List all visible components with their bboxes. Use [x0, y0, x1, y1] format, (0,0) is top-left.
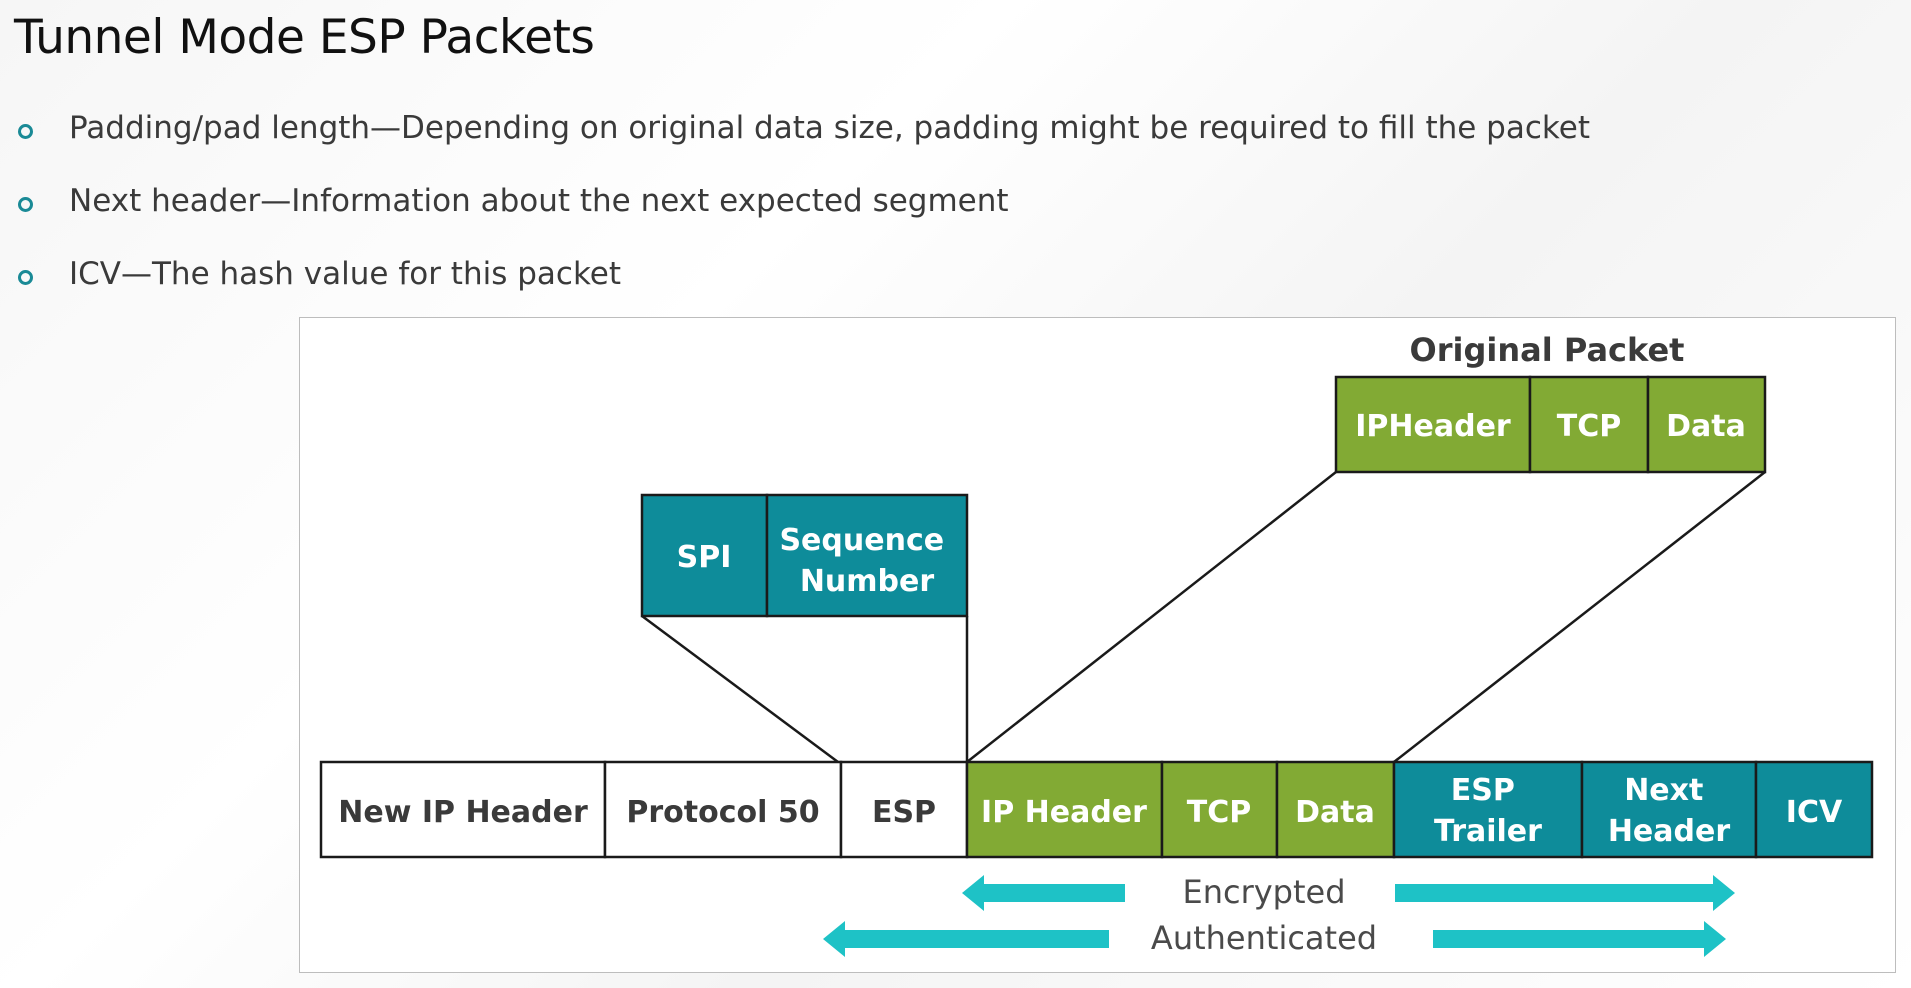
next-header-label: Next Header [1608, 773, 1731, 849]
tcp-label: TCP [1187, 795, 1251, 830]
esp-header-detail: SPI Sequence Number [640, 493, 969, 618]
bullet-circle-icon [18, 197, 33, 212]
sequence-number-line-2: Number [800, 564, 935, 599]
original-packet-label: Original Packet [1410, 331, 1685, 369]
tunnel-packet: New IP Header Protocol 50 ESP IP Header … [319, 760, 1874, 859]
icv-box [1754, 760, 1874, 859]
authenticated-left-arrow-icon [823, 921, 1109, 957]
encrypted-right-arrow-icon [1395, 875, 1735, 911]
bullet-circle-icon [18, 270, 33, 285]
connector-line-orig-left [966, 471, 1337, 763]
data-label: Data [1295, 795, 1375, 830]
esp-trailer-line-2: Trailer [1434, 814, 1542, 849]
sequence-number-box [765, 493, 969, 618]
bullet-text: Padding/pad length—Depending on original… [69, 110, 1590, 146]
spi-label: SPI [677, 540, 732, 575]
ip-header-label: IP Header [981, 795, 1147, 830]
protocol-50-label: Protocol 50 [626, 795, 819, 830]
connector-line-orig-right [1393, 471, 1766, 763]
tcp-box [1160, 760, 1279, 859]
esp-trailer-box [1392, 760, 1584, 859]
orig-data-label: Data [1666, 409, 1746, 444]
orig-ipheader-label: IPHeader [1355, 409, 1511, 444]
protocol-50-box [603, 760, 843, 859]
esp-trailer-line-1: ESP [1451, 773, 1515, 808]
slide-title: Tunnel Mode ESP Packets [14, 10, 595, 65]
connector-line-spi [641, 614, 839, 764]
encrypted-range: Encrypted [962, 873, 1735, 911]
new-ip-header-label: New IP Header [338, 795, 588, 830]
authenticated-right-arrow-icon [1433, 921, 1726, 957]
next-header-line-1: Next [1624, 773, 1703, 808]
icv-label: ICV [1786, 795, 1843, 830]
sequence-number-line-1: Sequence [779, 523, 944, 558]
esp-label: ESP [872, 795, 936, 830]
next-header-line-2: Header [1608, 814, 1731, 849]
authenticated-label: Authenticated [1151, 919, 1377, 957]
orig-data-box [1646, 375, 1767, 474]
bullet-text: Next header—Information about the next e… [69, 183, 1009, 219]
data-box [1275, 760, 1396, 859]
esp-trailer-label: ESP Trailer [1434, 773, 1542, 849]
bullet-text: ICV—The hash value for this packet [69, 256, 622, 292]
orig-tcp-label: TCP [1557, 409, 1621, 444]
orig-tcp-box [1528, 375, 1650, 474]
encrypted-label: Encrypted [1182, 873, 1345, 911]
ip-header-box [965, 760, 1164, 859]
new-ip-header-box [319, 760, 607, 859]
esp-box [839, 760, 969, 859]
sequence-number-label: Sequence Number [779, 523, 954, 599]
original-packet: IPHeader TCP Data [1334, 375, 1767, 474]
bullet-circle-icon [18, 124, 33, 139]
encrypted-left-arrow-icon [962, 875, 1125, 911]
authenticated-range: Authenticated [823, 919, 1726, 957]
